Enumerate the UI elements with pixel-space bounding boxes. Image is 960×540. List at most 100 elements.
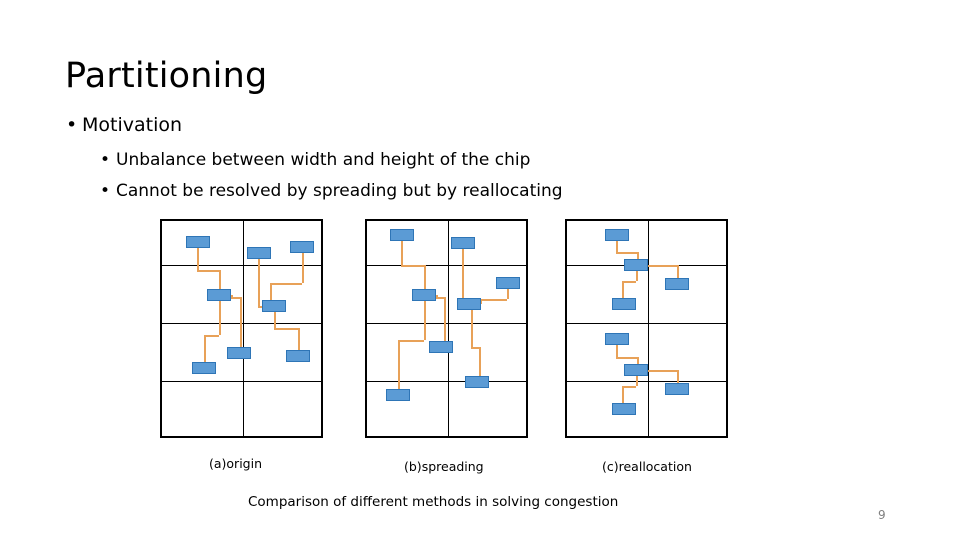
- connector-segment: [444, 297, 446, 341]
- diagram-reallocation: [565, 219, 728, 438]
- connector-segment: [258, 300, 260, 306]
- cell-block: [186, 236, 210, 248]
- grid-row-divider: [367, 381, 526, 382]
- connector-segment: [622, 281, 636, 283]
- grid-row-divider: [367, 265, 526, 266]
- cell-block: [386, 389, 410, 401]
- bullet-marker-icon: •: [100, 181, 111, 201]
- connector-segment: [677, 370, 679, 383]
- connector-segment: [622, 281, 624, 298]
- connector-segment: [219, 301, 221, 335]
- bullet-text: Unbalance between width and height of th…: [116, 150, 531, 170]
- connector-segment: [219, 270, 221, 289]
- grid-row-divider: [162, 265, 321, 266]
- connector-segment: [298, 328, 300, 350]
- cell-block: [624, 364, 648, 376]
- page-title: Partitioning: [65, 56, 268, 96]
- connector-segment: [258, 306, 262, 308]
- grid-row-divider: [567, 381, 726, 382]
- bullet-marker-icon: •: [66, 114, 78, 136]
- connector-segment: [471, 310, 473, 347]
- cell-block: [496, 277, 520, 289]
- cell-block: [290, 241, 314, 253]
- grid-column-divider: [648, 221, 649, 436]
- bullet-marker-icon: •: [100, 150, 111, 170]
- cell-block: [390, 229, 414, 241]
- connector-segment: [648, 265, 677, 267]
- cell-block: [624, 259, 648, 271]
- grid-row-divider: [367, 323, 526, 324]
- connector-segment: [637, 357, 639, 364]
- bullet-level2-unbalance: •Unbalance between width and height of t…: [100, 150, 530, 170]
- bullet-level2-cannot: •Cannot be resolved by spreading but by …: [100, 181, 563, 201]
- bullet-level1-motivation: •Motivation: [66, 114, 182, 137]
- grid-column-divider: [243, 221, 244, 436]
- cell-block: [227, 347, 251, 359]
- connector-segment: [480, 299, 507, 301]
- connector-segment: [616, 357, 637, 359]
- bullet-text: Motivation: [82, 114, 183, 136]
- grid-row-divider: [567, 323, 726, 324]
- grid-column-divider: [448, 221, 449, 436]
- cell-block: [457, 298, 481, 310]
- cell-block: [665, 383, 689, 395]
- cell-block: [605, 229, 629, 241]
- connector-segment: [401, 241, 403, 265]
- connector-segment: [616, 241, 618, 252]
- connector-segment: [636, 271, 638, 281]
- grid-row-divider: [162, 381, 321, 382]
- page-number: 9: [878, 508, 886, 522]
- cell-block: [612, 403, 636, 415]
- connector-segment: [204, 335, 206, 362]
- connector-segment: [462, 249, 464, 298]
- connector-segment: [479, 347, 481, 376]
- connector-segment: [616, 345, 618, 357]
- connector-segment: [436, 297, 444, 299]
- connector-segment: [204, 335, 219, 337]
- connector-segment: [302, 253, 304, 283]
- figure-caption-spreading: (b)spreading: [404, 459, 484, 474]
- cell-block: [192, 362, 216, 374]
- connector-segment: [636, 376, 638, 386]
- connector-segment: [197, 248, 199, 270]
- connector-segment: [197, 270, 219, 272]
- cell-block: [465, 376, 489, 388]
- connector-segment: [270, 283, 302, 285]
- bullet-text: Cannot be resolved by spreading but by r…: [116, 181, 563, 201]
- connector-segment: [270, 283, 272, 300]
- cell-block: [207, 289, 231, 301]
- connector-segment: [677, 265, 679, 278]
- connector-segment: [471, 347, 479, 349]
- connector-segment: [424, 301, 426, 340]
- connector-segment: [258, 259, 260, 300]
- connector-segment: [616, 252, 637, 254]
- diagram-origin: [160, 219, 323, 438]
- cell-block: [451, 237, 475, 249]
- connector-segment: [398, 340, 424, 342]
- connector-segment: [436, 295, 438, 297]
- cell-block: [665, 278, 689, 290]
- connector-segment: [231, 297, 240, 299]
- connector-segment: [401, 265, 424, 267]
- connector-segment: [648, 370, 677, 372]
- connector-segment: [424, 265, 426, 289]
- connector-segment: [398, 340, 400, 389]
- cell-block: [262, 300, 286, 312]
- diagram-spreading: [365, 219, 528, 438]
- figure-main-caption: Comparison of different methods in solvi…: [248, 494, 619, 510]
- connector-segment: [622, 386, 636, 388]
- cell-block: [247, 247, 271, 259]
- connector-segment: [274, 328, 298, 330]
- cell-block: [429, 341, 453, 353]
- cell-block: [605, 333, 629, 345]
- connector-segment: [231, 295, 233, 297]
- cell-block: [412, 289, 436, 301]
- figure-caption-origin: (a)origin: [209, 456, 263, 471]
- connector-segment: [637, 252, 639, 259]
- connector-segment: [274, 312, 276, 328]
- cell-block: [612, 298, 636, 310]
- connector-segment: [507, 289, 509, 299]
- figure-caption-reallocation: (c)reallocation: [602, 459, 692, 474]
